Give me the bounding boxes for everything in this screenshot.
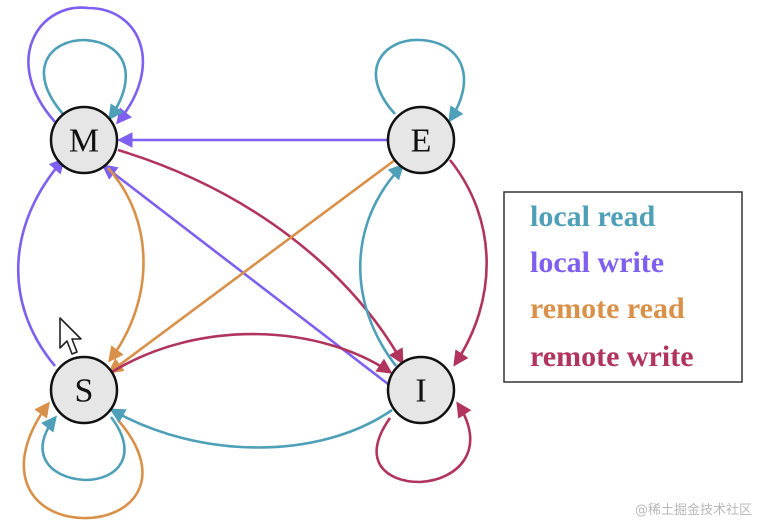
edge-e-self-local-read [374,38,466,123]
legend-local-read: local read [530,200,656,233]
edge-s-to-m-local-write [16,157,66,367]
watermark: @稀土掘金技术社区 [634,503,752,518]
node-s-label: S [75,373,94,410]
edge-e-to-i-remote-write [448,159,488,367]
node-s: S [49,355,119,425]
legend-remote-write: remote write [530,340,694,373]
node-m-label: M [69,123,99,160]
node-m: M [49,105,119,175]
legend: local read local write remote read remot… [503,191,743,383]
edge-m-to-s-remote-read [107,167,145,363]
edge-m-self-local-write [27,6,145,125]
edge-i-to-s-local-read [109,408,393,449]
arrow-cursor-icon [59,317,82,355]
node-i-label: I [415,373,426,410]
edge-e-to-s-remote-read [107,158,396,374]
edge-s-self-local-read [41,415,126,482]
edge-m-self-local-read [42,38,128,121]
node-e-label: E [411,123,432,160]
node-i: I [386,355,456,425]
edge-s-to-i-remote-write [111,332,393,374]
edge-s-self-remote-read [22,401,144,520]
node-e: E [386,105,456,175]
edge-i-to-m-local-write [101,164,389,386]
edge-i-self-remote-write [375,401,472,484]
edge-i-to-e-local-read [359,163,405,367]
legend-remote-read: remote read [530,292,685,325]
legend-local-write: local write [530,246,664,279]
